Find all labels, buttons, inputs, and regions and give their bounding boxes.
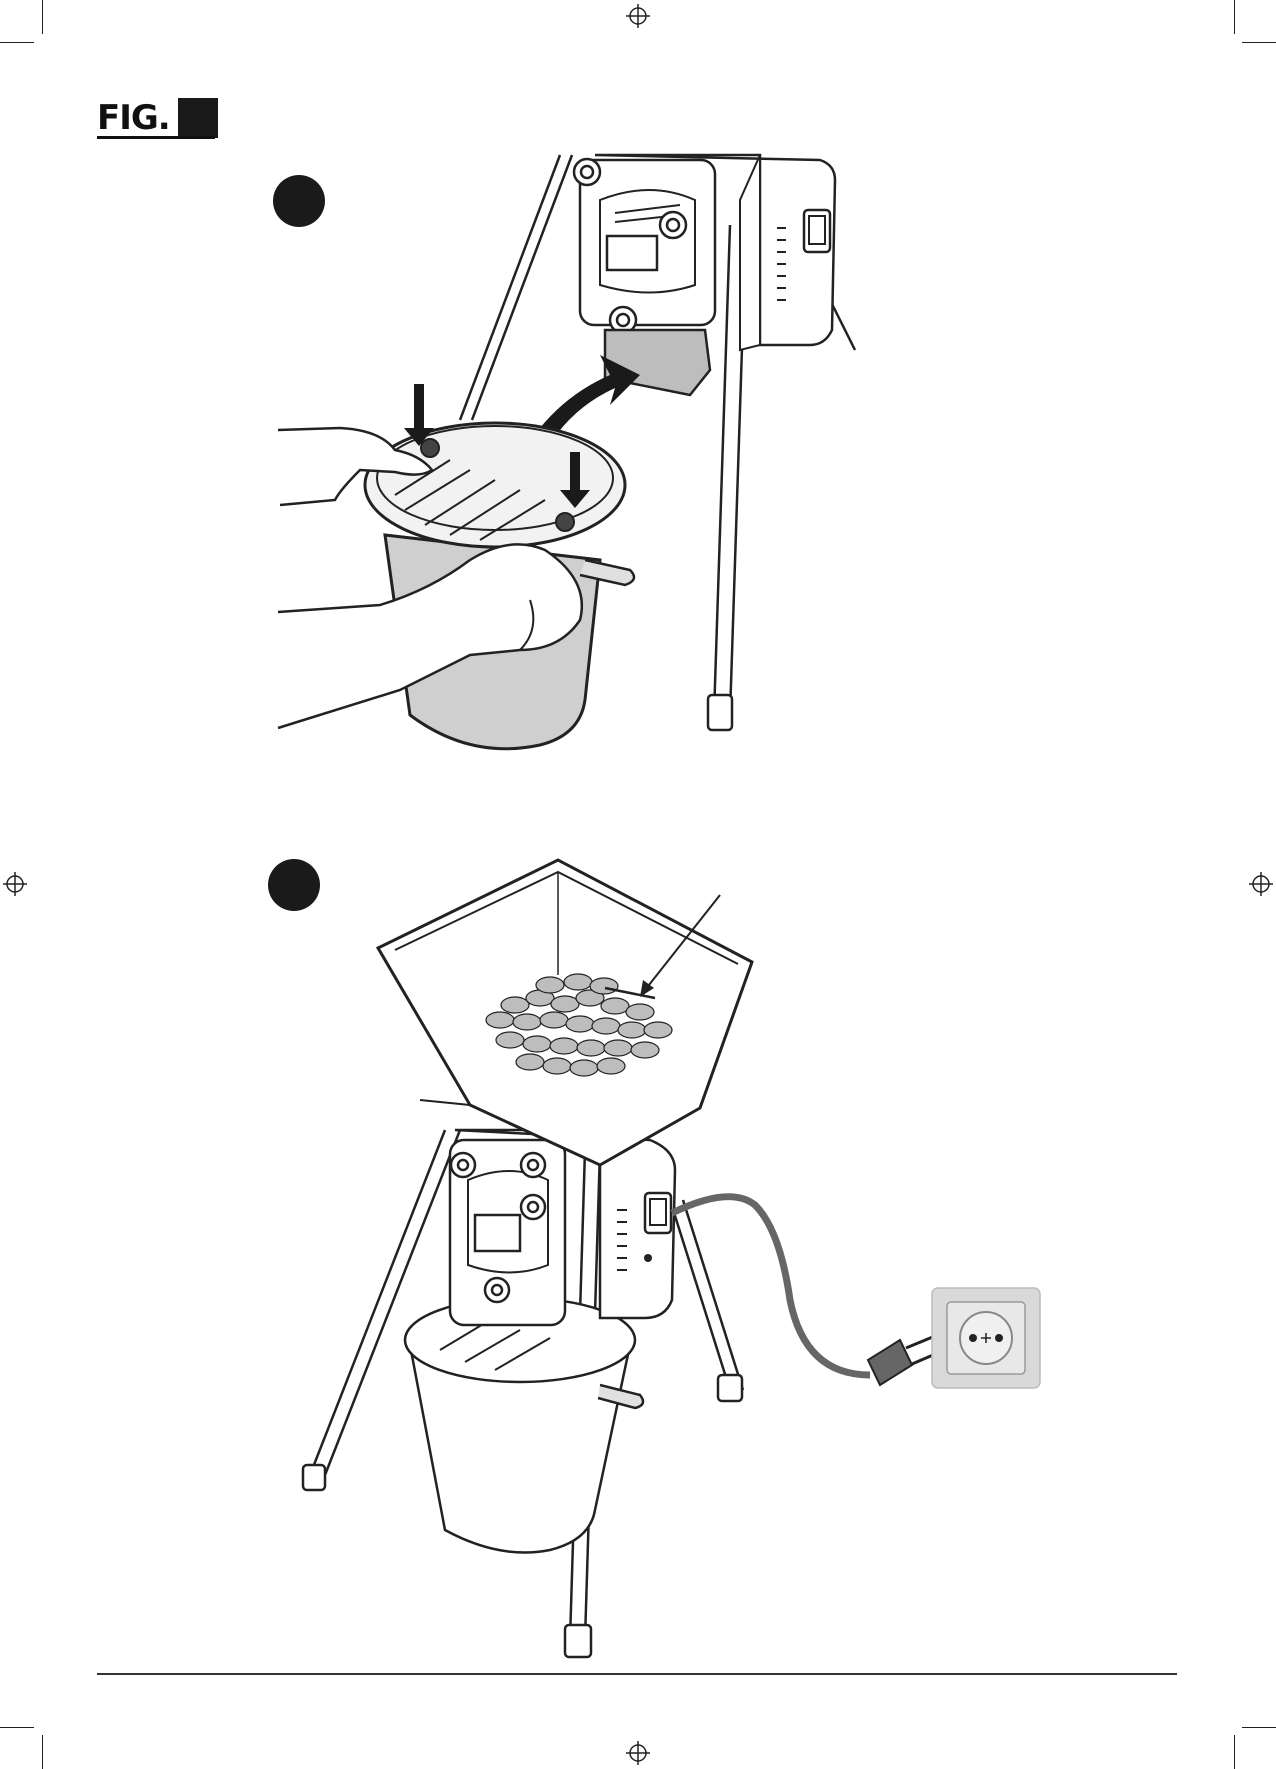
leg-foot [303,1465,325,1490]
footer-rule [97,1673,1177,1675]
plug-icon [868,1340,912,1385]
leg-foot [718,1375,742,1401]
power-cable [672,1197,870,1375]
leg-foot [565,1625,591,1657]
label-window [475,1215,520,1251]
